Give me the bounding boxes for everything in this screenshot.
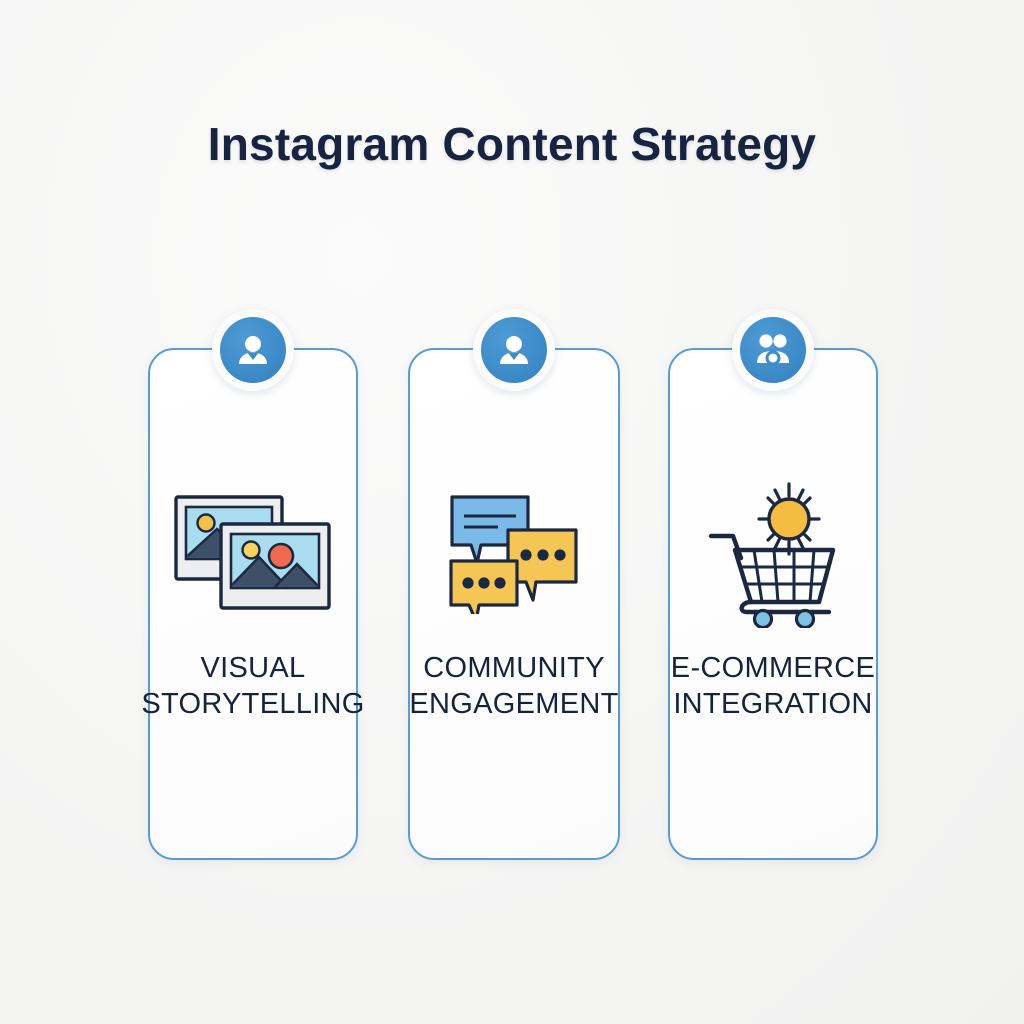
group-people-icon bbox=[740, 317, 806, 383]
person-icon bbox=[481, 317, 547, 383]
person-icon bbox=[220, 317, 286, 383]
photos-icon bbox=[150, 478, 356, 628]
card-label: COMMUNITY ENGAGEMENT bbox=[409, 652, 619, 720]
card-visual-storytelling[interactable]: VISUAL STORYTELLING bbox=[141, 309, 364, 860]
page-title: Instagram Content Strategy bbox=[207, 118, 817, 170]
card-badge bbox=[473, 309, 555, 391]
shopping-cart-sun-icon bbox=[670, 478, 876, 628]
speech-bubbles-icon bbox=[410, 478, 618, 628]
card-label: VISUAL STORYTELLING bbox=[141, 652, 365, 720]
card-label: E-COMMERCE INTEGRATION bbox=[670, 652, 876, 720]
card-badge bbox=[212, 309, 294, 391]
card-ecommerce-integration[interactable]: E-COMMERCE INTEGRATION bbox=[668, 309, 878, 860]
card-badge bbox=[732, 309, 814, 391]
card-community-engagement[interactable]: COMMUNITY ENGAGEMENT bbox=[408, 309, 620, 860]
